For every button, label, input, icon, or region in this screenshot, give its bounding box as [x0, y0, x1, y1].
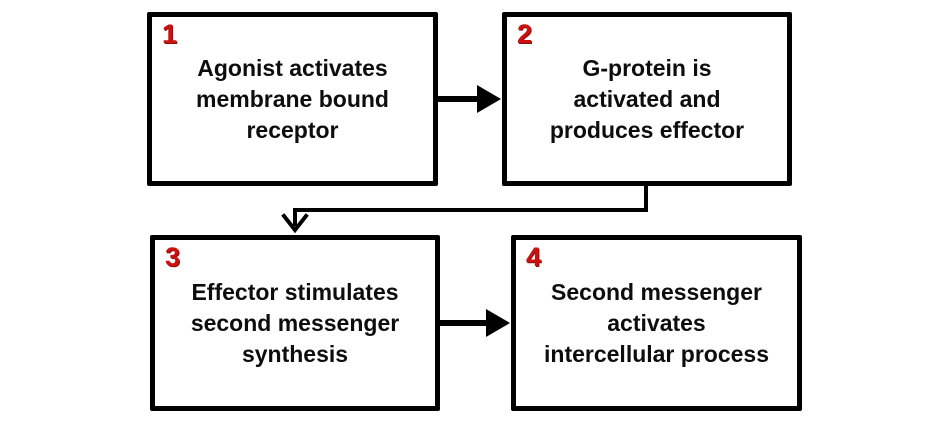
step-number: 1 — [162, 19, 178, 49]
box-text-line: second messenger — [190, 309, 400, 336]
process-box-agonist: 1 Agonist activates membrane bound recep… — [147, 12, 438, 186]
step-number: 3 — [165, 242, 181, 272]
box-text-line: synthesis — [241, 340, 349, 367]
box-text-line: Second messenger — [551, 278, 762, 305]
step-number: 2 — [517, 19, 533, 49]
arrow-box3-to-box4-icon — [440, 309, 510, 337]
box-text-line: intercellular process — [544, 340, 769, 367]
box-text-line: Effector stimulates — [191, 278, 399, 305]
box-text-line: activated and — [573, 85, 721, 112]
arrow-box2-to-box3-icon — [281, 186, 648, 234]
arrow-box1-to-box2-icon — [437, 85, 501, 113]
box-text-line: receptor — [246, 116, 339, 143]
process-box-gprotein: 2 G-protein is activated and produces ef… — [502, 12, 792, 186]
box-text-line: membrane bound — [196, 85, 389, 112]
step-number: 4 — [526, 242, 542, 272]
box-text-line: activates — [607, 309, 706, 336]
process-box-effector: 3 Effector stimulates second messenger s… — [150, 235, 440, 411]
box-text-line: produces effector — [549, 116, 745, 143]
box-text-line: Agonist activates — [197, 54, 388, 81]
box-text-line: G-protein is — [582, 54, 712, 81]
process-box-second-messenger: 4 Second messenger activates intercellul… — [511, 235, 802, 411]
